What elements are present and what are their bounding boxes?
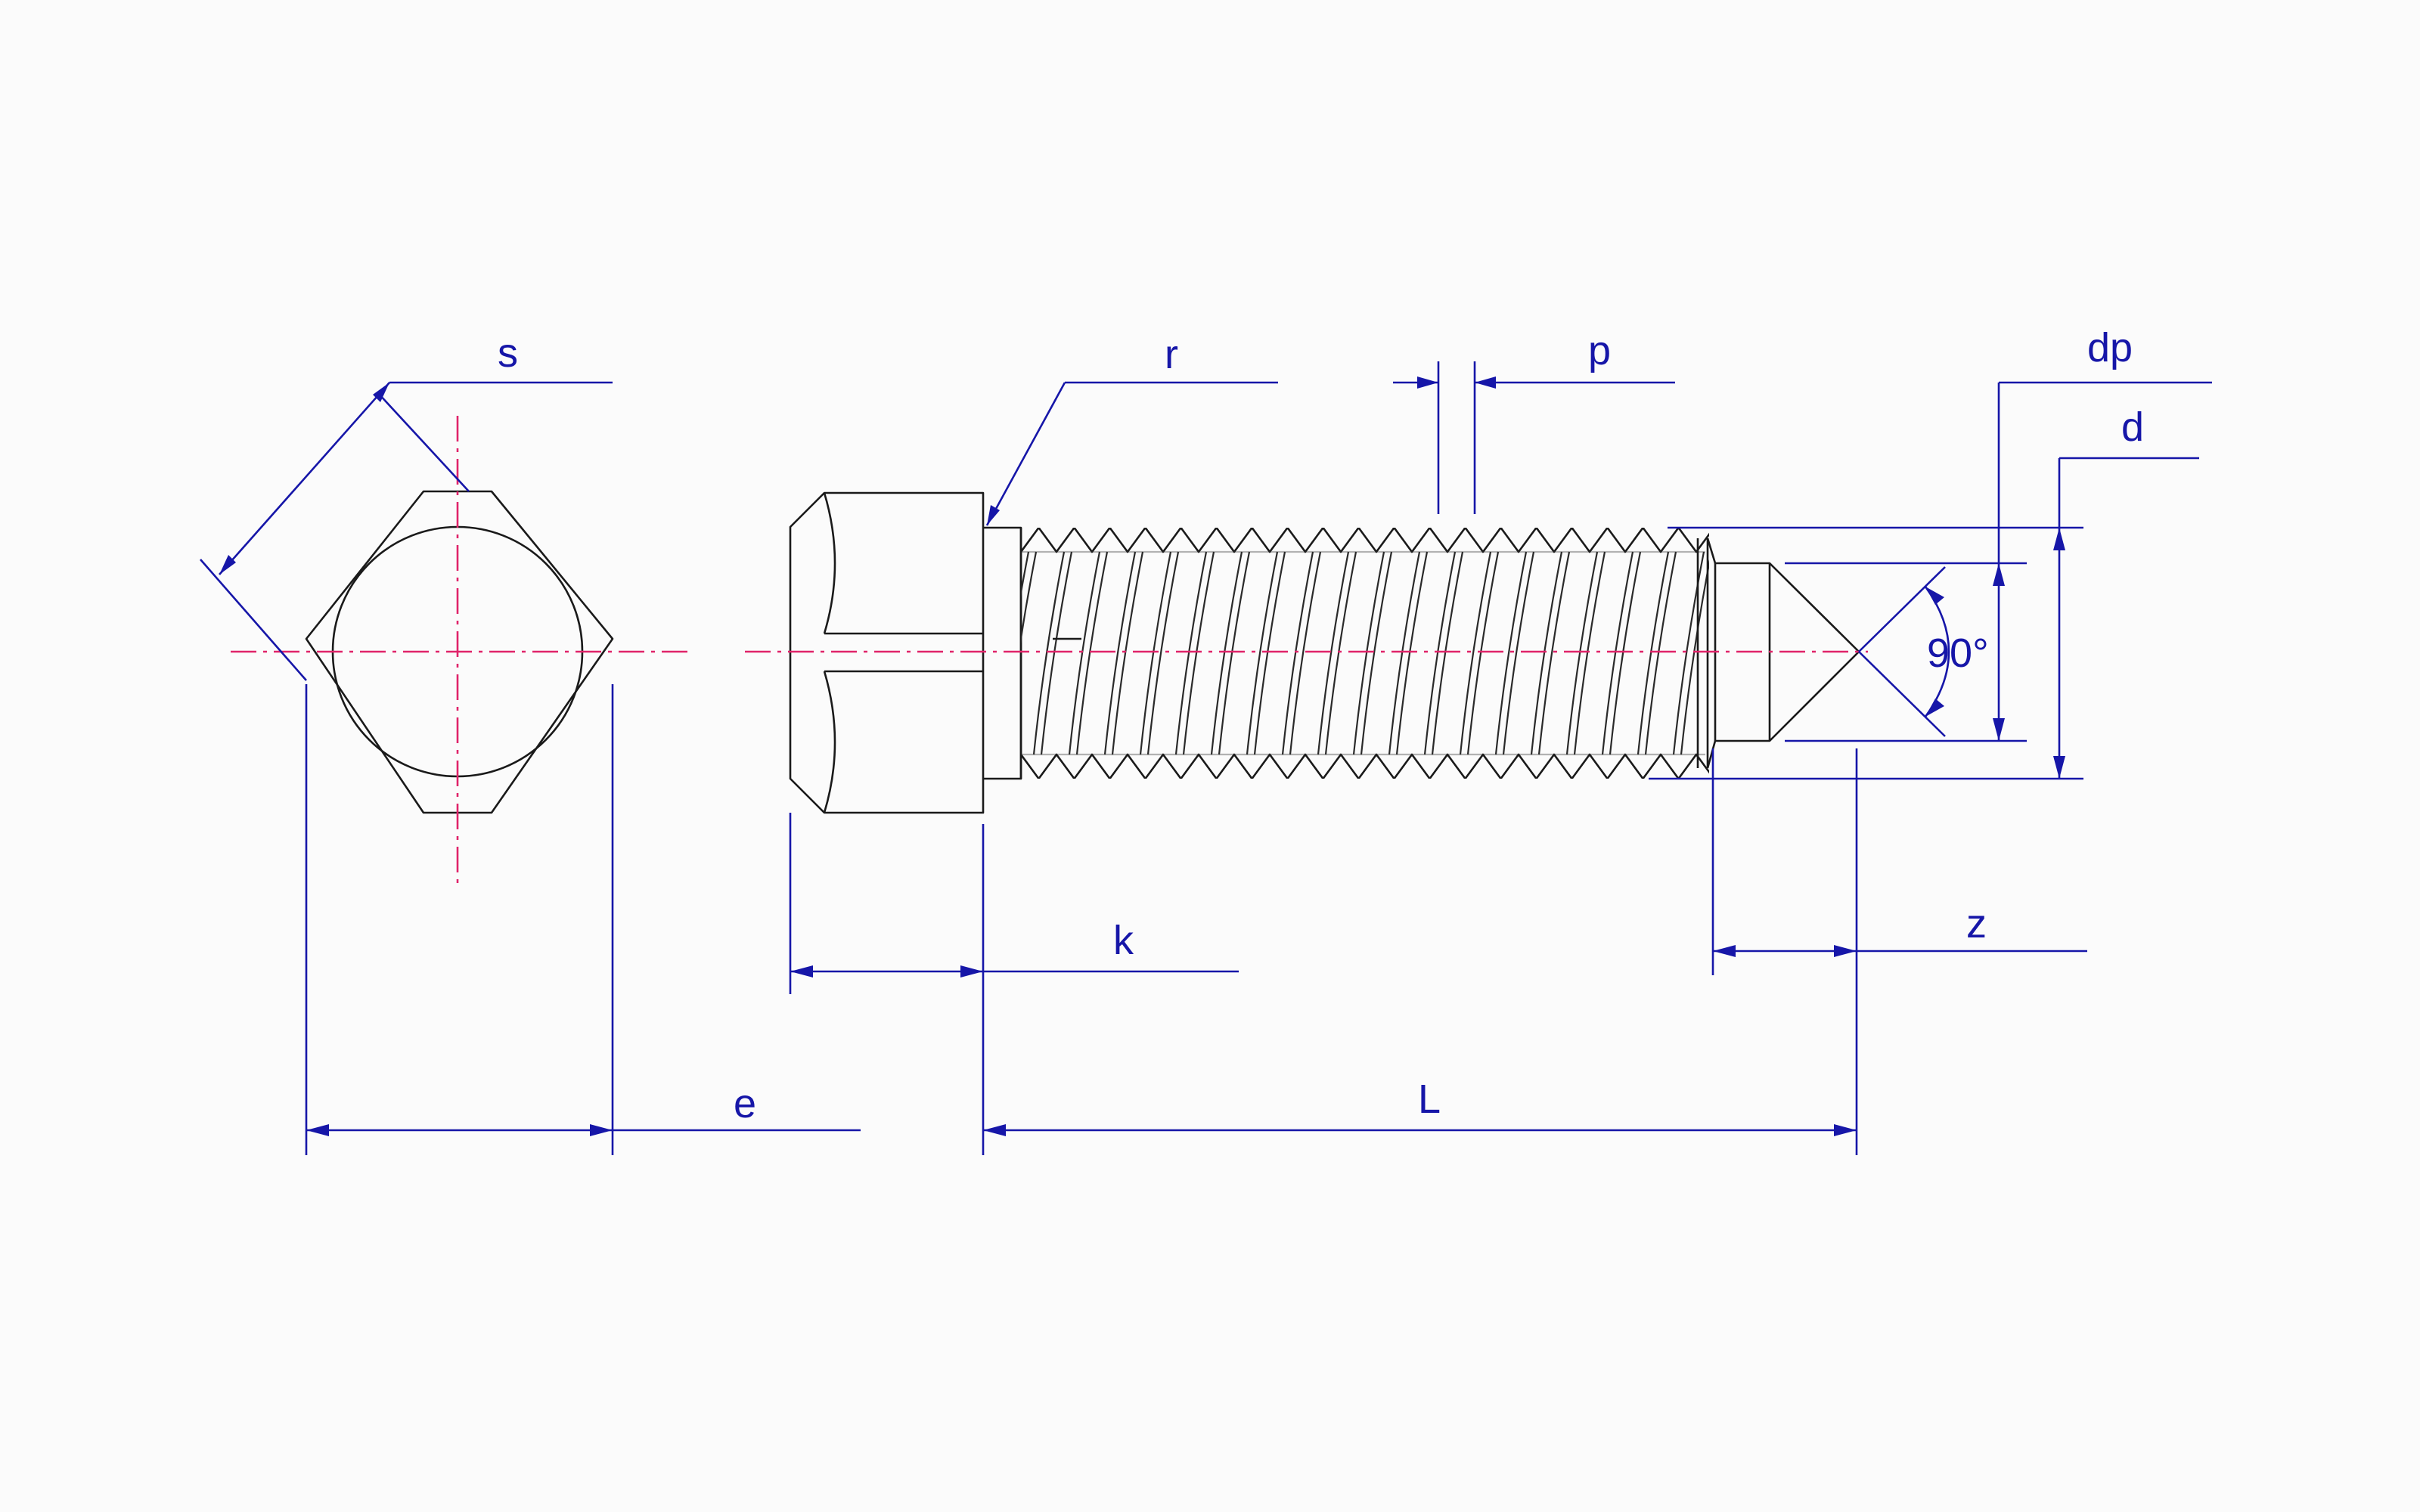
k-arrow-right	[960, 965, 983, 978]
label-s: s	[498, 330, 518, 376]
s-arrow-upper	[373, 383, 389, 402]
e-arrow-right	[590, 1124, 613, 1136]
z-arrow-left	[1713, 945, 1736, 957]
label-p: p	[1588, 328, 1611, 373]
thread-flank-line	[1210, 551, 1243, 755]
thread-flank-line	[1075, 551, 1109, 755]
thread-flank-line	[1601, 551, 1634, 755]
thread-crest-bottom	[1021, 753, 1709, 779]
thread-flank-line	[1530, 551, 1563, 755]
label-angle: 90°	[1927, 631, 1989, 676]
z-arrow-right	[1834, 945, 1857, 957]
thread-flank-line	[1494, 551, 1528, 755]
thread-flank-line	[1324, 551, 1357, 755]
thread-flank-line	[1111, 551, 1144, 755]
thread-flank-line	[1021, 551, 1038, 644]
thread-flank-line	[1289, 551, 1322, 755]
thread-flank-line	[1139, 551, 1172, 755]
label-e: e	[734, 1081, 756, 1126]
thread-flank-line	[1502, 551, 1535, 755]
s-dimension-line	[219, 382, 390, 575]
L-arrow-right	[1834, 1124, 1857, 1136]
thread-flank-line	[1174, 551, 1208, 755]
label-z: z	[1966, 901, 1987, 947]
L-arrow-left	[983, 1124, 1006, 1136]
dimension-z	[1711, 748, 2087, 1155]
e-arrow-left	[306, 1124, 329, 1136]
thread-flank-line	[1565, 551, 1599, 755]
thread-flank-line	[1537, 551, 1571, 755]
hex-head	[789, 491, 985, 814]
label-d: d	[2121, 404, 2144, 450]
thread-flank-line	[1281, 551, 1314, 755]
thread-flank-line	[1573, 551, 1606, 755]
p-arrow-left	[1417, 376, 1438, 389]
thread-crest-top	[1021, 528, 1709, 553]
dimension-e	[305, 684, 861, 1155]
neck	[983, 526, 1022, 780]
d-arrow-top	[2053, 528, 2065, 550]
label-L: L	[1418, 1077, 1441, 1122]
thread-flank-line	[1182, 551, 1215, 755]
thread-flank-line	[1021, 551, 1030, 598]
dimension-angle	[1858, 566, 1950, 737]
thread-flank-line	[1103, 551, 1137, 755]
k-arrow-left	[790, 965, 813, 978]
angle-arrow-top	[1925, 587, 1944, 605]
thread-flank-line	[1423, 551, 1457, 755]
dimension-dp	[1785, 381, 2212, 742]
r-arrow	[987, 505, 1000, 525]
thread-flank-line	[1459, 551, 1492, 755]
thread-flank-line	[1352, 551, 1385, 755]
cone-point	[1706, 538, 1860, 769]
dimension-r	[985, 381, 1278, 526]
thread-flank-line	[1388, 551, 1421, 755]
label-dp: dp	[2087, 325, 2133, 370]
thread-flank-line	[1146, 551, 1180, 755]
thread-flank-line	[1032, 551, 1066, 755]
dp-arrow-top	[1993, 563, 2005, 586]
side-view	[745, 491, 1868, 814]
thread-flank-line	[1246, 551, 1279, 755]
angle-arrow-bottom	[1925, 699, 1944, 717]
thread-flank-line	[1637, 551, 1670, 755]
label-k: k	[1113, 918, 1134, 963]
d-arrow-bottom	[2053, 756, 2065, 779]
thread-flank-line	[1609, 551, 1642, 755]
thread-flank-line	[1360, 551, 1393, 755]
thread-flank-line	[1644, 551, 1677, 755]
thread-flank-line	[1395, 551, 1429, 755]
dimension-L	[983, 1124, 1857, 1136]
dimension-k	[789, 813, 1239, 1155]
thread-flank-line	[1218, 551, 1251, 755]
dp-arrow-bottom	[1993, 718, 2005, 741]
thread-flank-line	[1466, 551, 1500, 755]
thread-flank-line	[1317, 551, 1350, 755]
threaded-shank	[1021, 528, 1709, 779]
thread-flank-line	[1672, 551, 1705, 755]
end-view	[231, 416, 688, 888]
thread-flank-line	[1680, 559, 1709, 755]
label-r: r	[1165, 332, 1178, 377]
dimension-d	[1649, 457, 2199, 780]
thread-flank-line	[1253, 551, 1286, 755]
thread-flank-line	[1068, 551, 1101, 755]
thread-flank-line	[1431, 551, 1464, 755]
p-arrow-right	[1475, 376, 1496, 389]
square-head-outline	[305, 490, 614, 814]
s-arrow-lower	[219, 555, 236, 575]
dimension-s	[200, 381, 613, 681]
dimension-p	[1393, 361, 1675, 514]
thread-flank-line	[1040, 551, 1073, 755]
